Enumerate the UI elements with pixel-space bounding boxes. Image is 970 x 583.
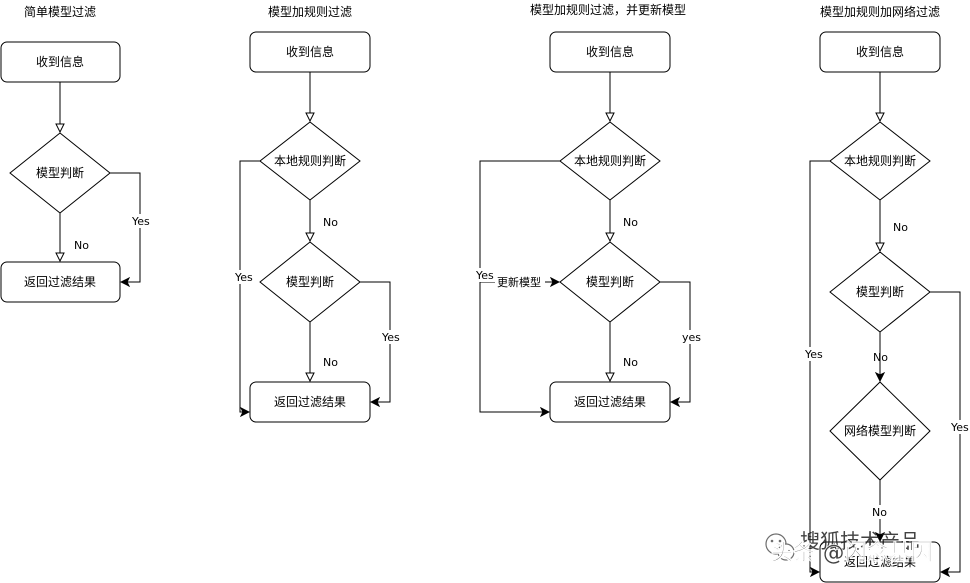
svg-text:返回过滤结果: 返回过滤结果 [844,555,916,569]
svg-text:返回过滤结果: 返回过滤结果 [24,275,96,289]
edge-label-model-no: No [873,351,888,364]
watermark-brand: 搜狐技术产品 [800,529,920,553]
wechat-icon [765,533,795,561]
svg-text:收到信息: 收到信息 [36,54,84,69]
diagram-title: 模型加规则过滤 [268,4,352,19]
node-local-rule-decision: 本地规则判断 [559,121,661,201]
svg-text:本地规则判断: 本地规则判断 [274,153,346,168]
edge-rule-yes [809,160,830,572]
svg-text:本地规则判断: 本地规则判断 [844,153,916,168]
svg-text:模型判断: 模型判断 [586,274,634,289]
edge-label-rule-no: No [323,216,338,229]
edge-label-rule-yes: Yes [234,271,253,284]
svg-text:收到信息: 收到信息 [286,44,334,59]
node-receive: 收到信息 [0,41,121,83]
diagram-title: 模型加规则过滤，并更新模型 [530,2,686,17]
watermark: 搜狐技术产品 头条 @闪念基因 [765,529,933,566]
node-model-decision: 模型判断 [829,251,931,333]
svg-text:模型判断: 模型判断 [36,165,84,180]
svg-text:返回过滤结果: 返回过滤结果 [274,395,346,409]
svg-text:模型判断: 模型判断 [856,284,904,299]
edge-rule-yes [479,160,560,412]
node-model-decision: 模型判断 [9,132,111,214]
svg-text:收到信息: 收到信息 [586,44,634,59]
edge-label-model-no: No [323,356,338,369]
node-result: 返回过滤结果 [249,381,371,423]
node-network-model-decision: 网络模型判断 [829,381,931,481]
edge-rule-yes [239,160,260,412]
edge-label-yes: Yes [131,215,150,228]
watermark-author: 头条 @闪念基因 [771,540,933,566]
diagram-model-rule-network: 模型加规则加网络过滤 收到信息 本地规则判断 模型判断 网络模型判断 返回过滤结… [803,4,970,583]
diagram-simple-model: 简单模型过滤 收到信息 模型判断 返回过滤结果 No Yes [0,5,151,303]
node-result: 返回过滤结果 [819,541,941,583]
edge-label-rule-yes: Yes [475,269,494,282]
edge-label-rule-no: No [623,216,638,229]
node-receive: 收到信息 [249,31,371,73]
diagram-title: 简单模型过滤 [24,5,96,19]
edge-label-no: No [74,239,89,252]
edge-label-model-yes: Yes [381,331,400,344]
edge-label-model-yes: Yes [950,421,969,434]
node-local-rule-decision: 本地规则判断 [259,121,361,201]
edge-label-update-model: 更新模型 [497,275,541,289]
node-receive: 收到信息 [549,31,671,73]
svg-text:收到信息: 收到信息 [856,44,904,59]
svg-text:模型判断: 模型判断 [286,274,334,289]
node-result: 返回过滤结果 [549,381,671,423]
node-result: 返回过滤结果 [0,261,121,303]
edge-label-network-no: No [872,506,887,519]
svg-text:本地规则判断: 本地规则判断 [574,153,646,168]
node-local-rule-decision: 本地规则判断 [829,121,931,201]
edge-label-model-no: No [623,356,638,369]
edge-label-rule-no: No [893,221,908,234]
edge-label-model-yes: yes [682,331,701,344]
node-model-decision: 模型判断 [259,241,361,323]
node-receive: 收到信息 [819,31,941,73]
edge-label-rule-yes: Yes [804,348,823,361]
diagram-model-rule: 模型加规则过滤 收到信息 本地规则判断 模型判断 返回过滤结果 No No Ye… [233,4,401,423]
node-model-decision: 模型判断 [559,241,661,323]
diagram-model-rule-update: 模型加规则过滤，并更新模型 收到信息 本地规则判断 模型判断 返回过滤结果 No… [474,2,702,423]
svg-text:网络模型判断: 网络模型判断 [844,423,916,438]
svg-text:返回过滤结果: 返回过滤结果 [574,395,646,409]
diagram-title: 模型加规则加网络过滤 [820,4,940,19]
